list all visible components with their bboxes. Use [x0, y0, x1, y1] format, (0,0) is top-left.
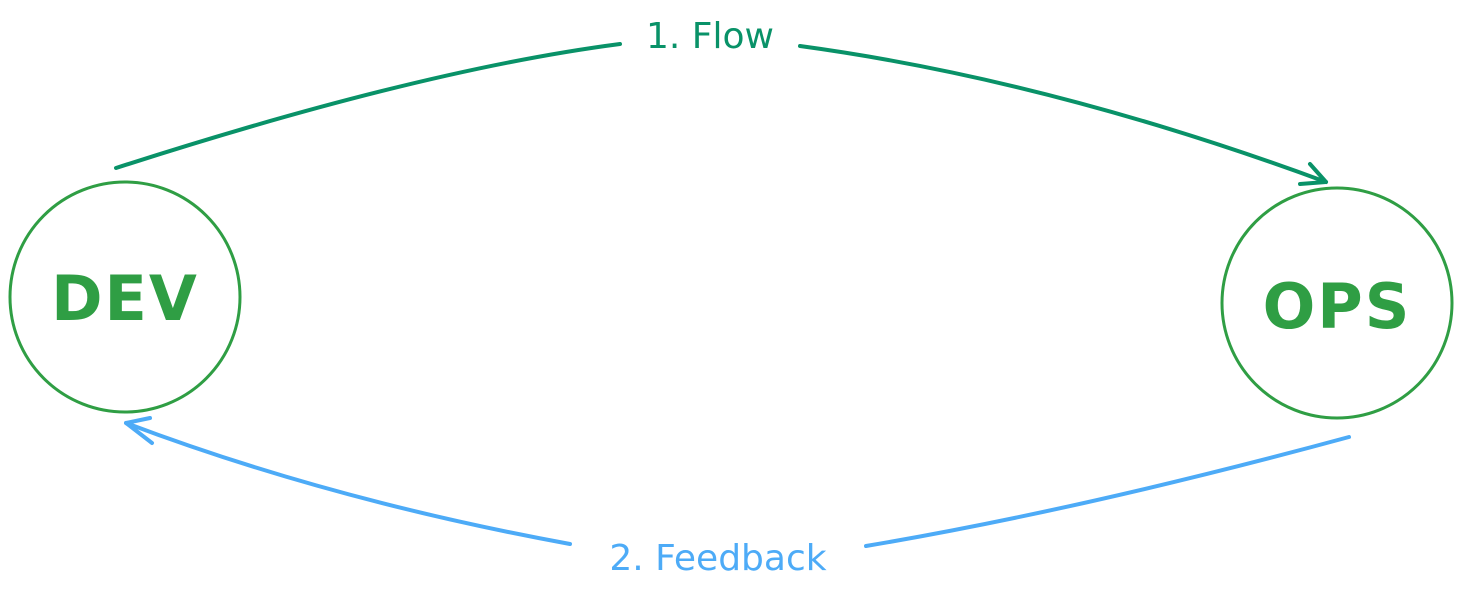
feedback-arrow-line-right — [864, 435, 1351, 548]
flow-arrowhead-icon — [1298, 162, 1328, 186]
dev-node-label: DEV — [51, 262, 199, 335]
ops-node-circle — [1220, 186, 1454, 420]
flow-edge[interactable]: 1. Flow — [114, 16, 1328, 186]
flow-arrow-line-right — [798, 44, 1328, 184]
flow-edge-label: 1. Flow — [646, 16, 774, 57]
ops-node-label: OPS — [1263, 270, 1412, 343]
dev-node-circle — [8, 180, 242, 414]
feedback-arrowhead-icon — [124, 416, 154, 445]
feedback-arrow-line-left — [124, 421, 572, 546]
dev-node[interactable]: DEV — [8, 180, 242, 414]
feedback-edge[interactable]: 2. Feedback — [124, 416, 1351, 579]
ops-node[interactable]: OPS — [1220, 186, 1454, 420]
feedback-edge-label: 2. Feedback — [609, 538, 826, 579]
flow-arrow-line-left — [114, 42, 622, 170]
